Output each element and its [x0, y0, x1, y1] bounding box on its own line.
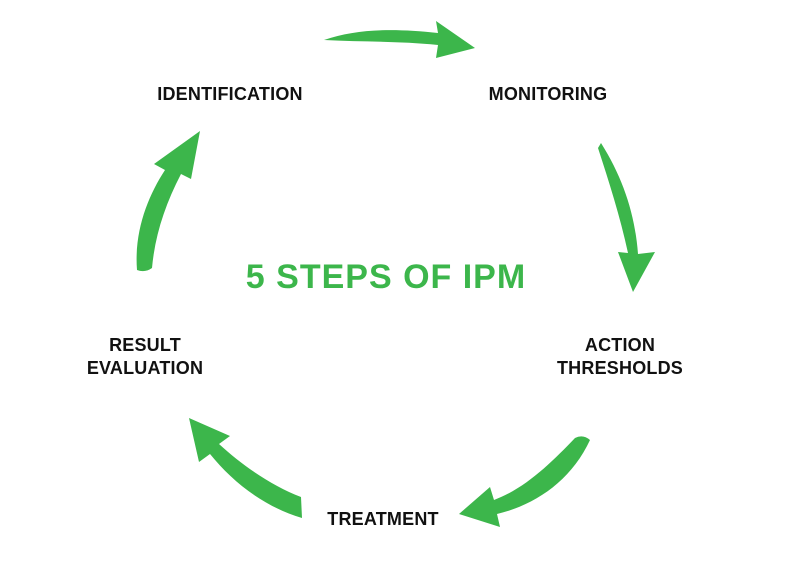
arrow-treatment-to-result-evaluation	[189, 418, 302, 518]
step-action-thresholds: ACTION THRESHOLDS	[530, 334, 710, 380]
step-action-thresholds-line2: THRESHOLDS	[556, 358, 683, 378]
arrow-monitoring-to-action-thresholds	[598, 143, 655, 292]
step-result-evaluation-line2: EVALUATION	[86, 358, 204, 378]
step-treatment: TREATMENT	[288, 508, 478, 531]
step-treatment-label: TREATMENT	[327, 509, 439, 529]
arrow-identification-to-monitoring	[324, 21, 475, 58]
step-identification: IDENTIFICATION	[130, 83, 330, 106]
step-action-thresholds-line1: ACTION	[584, 335, 656, 355]
arrow-action-thresholds-to-treatment	[459, 436, 590, 527]
step-monitoring: MONITORING	[448, 83, 648, 106]
arrow-result-evaluation-to-identification	[136, 131, 200, 272]
step-identification-label: IDENTIFICATION	[157, 84, 303, 104]
step-result-evaluation-line1: RESULT	[109, 335, 181, 355]
step-result-evaluation: RESULT EVALUATION	[60, 334, 230, 380]
step-monitoring-label: MONITORING	[488, 84, 608, 104]
diagram-title: 5 STEPS OF IPM	[245, 258, 527, 296]
